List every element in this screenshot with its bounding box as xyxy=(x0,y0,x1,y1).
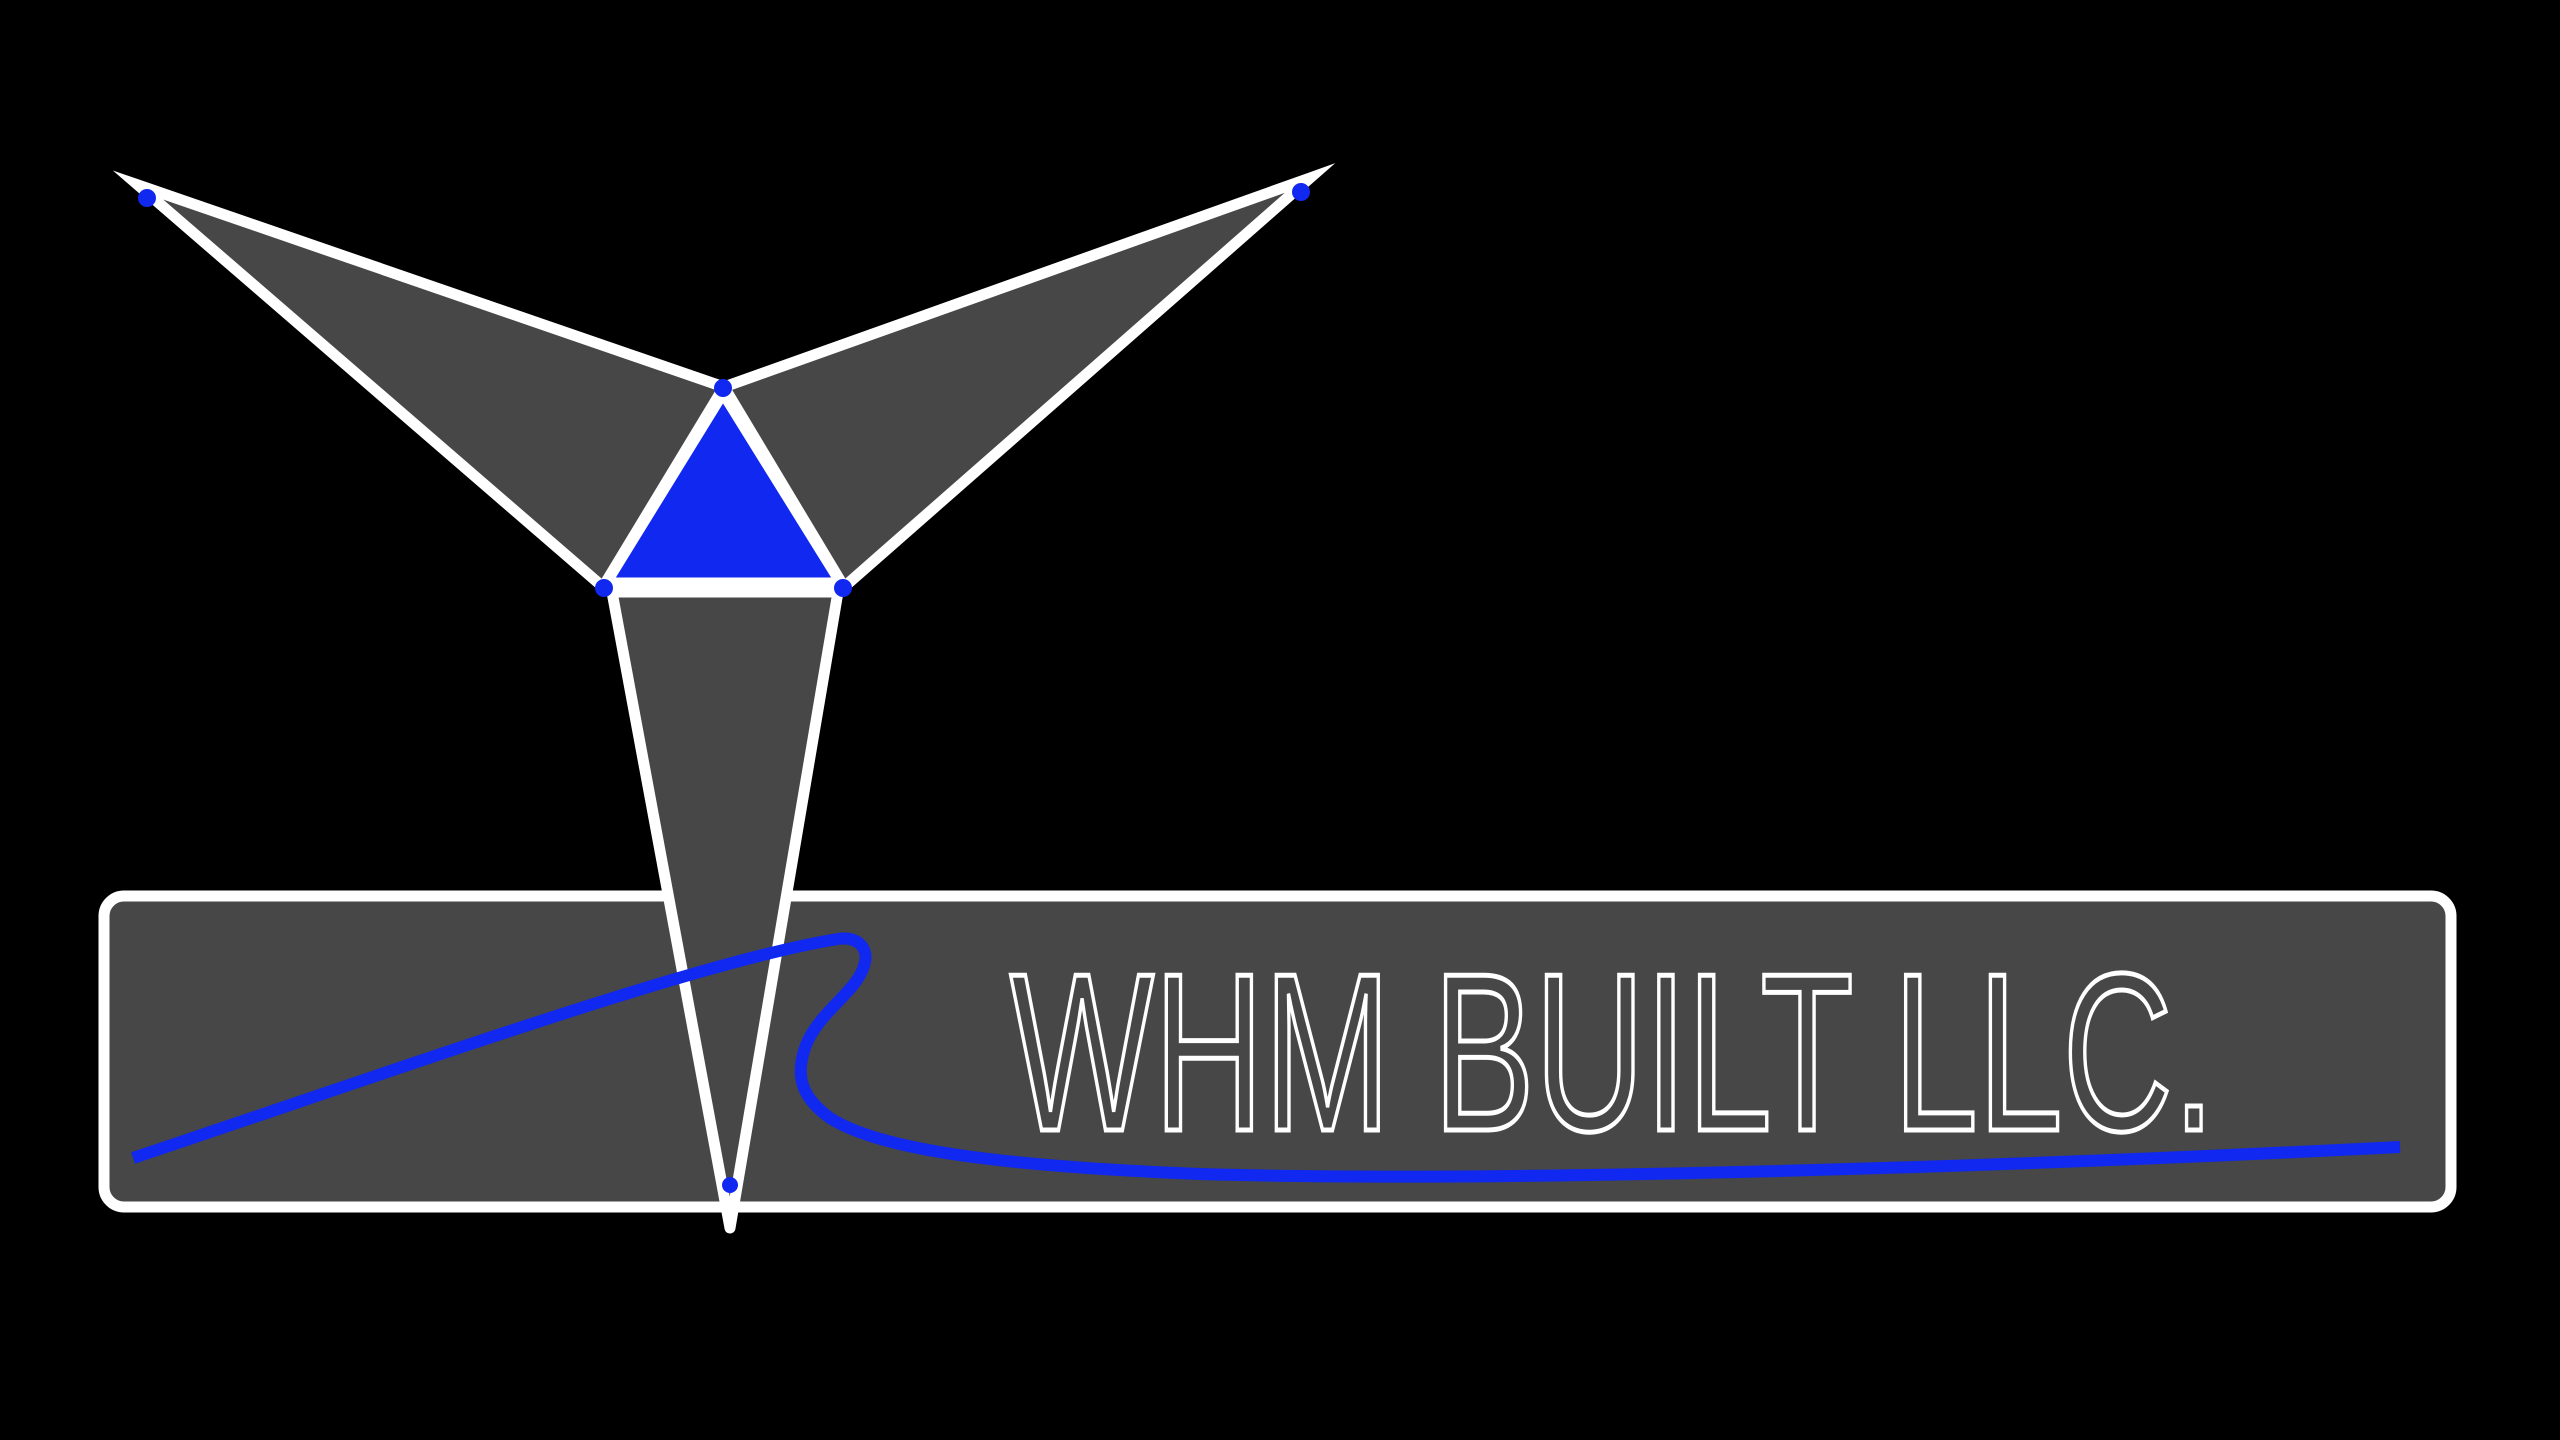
node-dots xyxy=(138,183,1310,1193)
node-dot-icon-left-tip xyxy=(138,189,156,207)
company-name: WHM BUILT LLC. xyxy=(1010,926,2215,1178)
node-dot-icon-right-tip xyxy=(1292,183,1310,201)
node-dot-icon-bottom-left xyxy=(595,579,613,597)
node-dot-icon-center-top xyxy=(714,379,732,397)
center-triangle-icon xyxy=(600,387,847,589)
signature-swoosh-icon xyxy=(131,932,2401,1183)
node-dot-icon-bottom-right xyxy=(834,579,852,597)
node-dot-icon-stem-bottom xyxy=(722,1177,738,1193)
logo-stem xyxy=(606,586,844,1234)
